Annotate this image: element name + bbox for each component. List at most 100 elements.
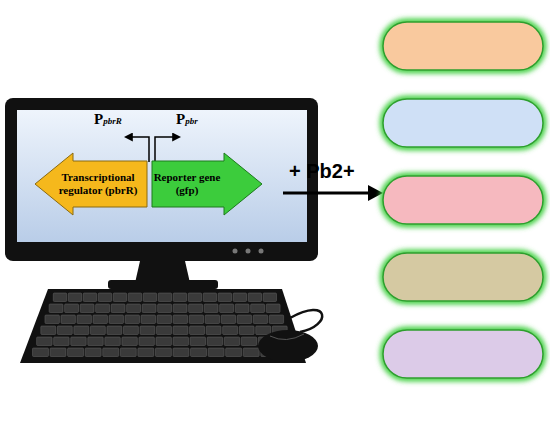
cell-glow [383,22,543,70]
keyboard-key [207,337,222,346]
keyboard-key [103,348,119,357]
keyboard-key [156,337,171,346]
keyboard-key [173,315,187,324]
keyboard-key [205,315,219,324]
keyboard-key [140,326,155,335]
keyboard-key [142,304,156,313]
keyboard-key [208,348,224,357]
monitor-bezel [5,98,318,261]
keyboard-key [218,293,231,302]
keyboard-key [220,304,234,313]
keyboard-key [235,304,249,313]
keyboard-key [49,304,63,313]
keyboard-key [157,326,172,335]
keyboard-key [173,304,187,313]
keyboard-key [93,315,107,324]
bacterial-cell [383,253,543,301]
promoter-arrow [155,137,174,162]
keyboard-key [204,304,218,313]
keyboard-key [122,337,137,346]
keyboard-key [253,315,267,324]
keyboard-key [109,315,123,324]
keyboard-key [189,304,203,313]
keyboard-key [85,348,101,357]
monitor-base [108,280,218,289]
keyboard-key [239,326,254,335]
gene-arrow-shape [152,153,262,215]
keyboard-key [77,315,91,324]
keyboard-key [111,304,125,313]
keyboard-key [269,315,283,324]
keyboard-key [221,315,235,324]
keyboard-key [57,326,72,335]
gene-label: Reporter gene (gfp) [152,171,222,197]
cell-group [383,22,543,378]
node-text-area: Transcriptional regulator (pbrR) [49,153,147,215]
keyboard-key [83,293,96,302]
keyboard-key [32,348,48,357]
keyboard-key [54,337,69,346]
keyboard-key [41,326,56,335]
bacterial-cell [383,176,543,224]
keyboard-key [173,337,188,346]
keyboard-key [155,348,171,357]
keyboard-key [206,326,221,335]
mouse [258,330,318,362]
cell-glow [383,253,543,301]
exposure-arrow [283,192,370,195]
mouse-button-line [270,334,304,340]
monitor-button [233,249,238,254]
keyboard-key [139,337,154,346]
monitor-neck [135,261,190,283]
keyboard-key [90,326,105,335]
keyboard-key [88,337,103,346]
keyboard-key [191,348,207,357]
keyboard-key [173,326,188,335]
keyboard-key [226,348,242,357]
keyboard-keys [32,293,294,357]
monitor-button [246,249,251,254]
keyboard-key [74,326,89,335]
keyboard-key [233,293,246,302]
keyboard-key [68,293,81,302]
reporter-gene-arrow: Reporter gene (gfp) [152,153,262,215]
keyboard-key [123,326,138,335]
keyboard-key [37,337,52,346]
keyboard-key [98,293,111,302]
keyboard-key [248,293,261,302]
cell-glow [383,99,543,147]
keyboard-key [173,348,189,357]
gene-arrow-shape [35,153,147,215]
keyboard-key [125,315,139,324]
keyboard-key [128,293,141,302]
keyboard-key [127,304,141,313]
keyboard-key [223,326,238,335]
keyboard-key [80,304,94,313]
keyboard-key [158,293,171,302]
keyboard-key [190,326,205,335]
keyboard-key [113,293,126,302]
keyboard-key [173,293,186,302]
keyboard-key [241,337,256,346]
keyboard-key [237,315,251,324]
keyboard-key [188,293,201,302]
keyboard-key [256,326,271,335]
keyboard-key [190,337,205,346]
monitor-screen [17,110,307,242]
metal-ion-label: + Pb2+ [289,160,355,183]
promoter-label: PpbrR [94,111,122,128]
keyboard-key [68,348,84,357]
keyboard-key [65,304,79,313]
bacterial-cell [383,330,543,378]
keyboard-key [143,293,156,302]
bacterial-cell [383,22,543,70]
keyboard-key [138,348,154,357]
keyboard-key [203,293,216,302]
keyboard-key [50,348,66,357]
monitor-button [259,249,264,254]
node-outline [152,153,262,215]
keyboard-key [53,293,66,302]
